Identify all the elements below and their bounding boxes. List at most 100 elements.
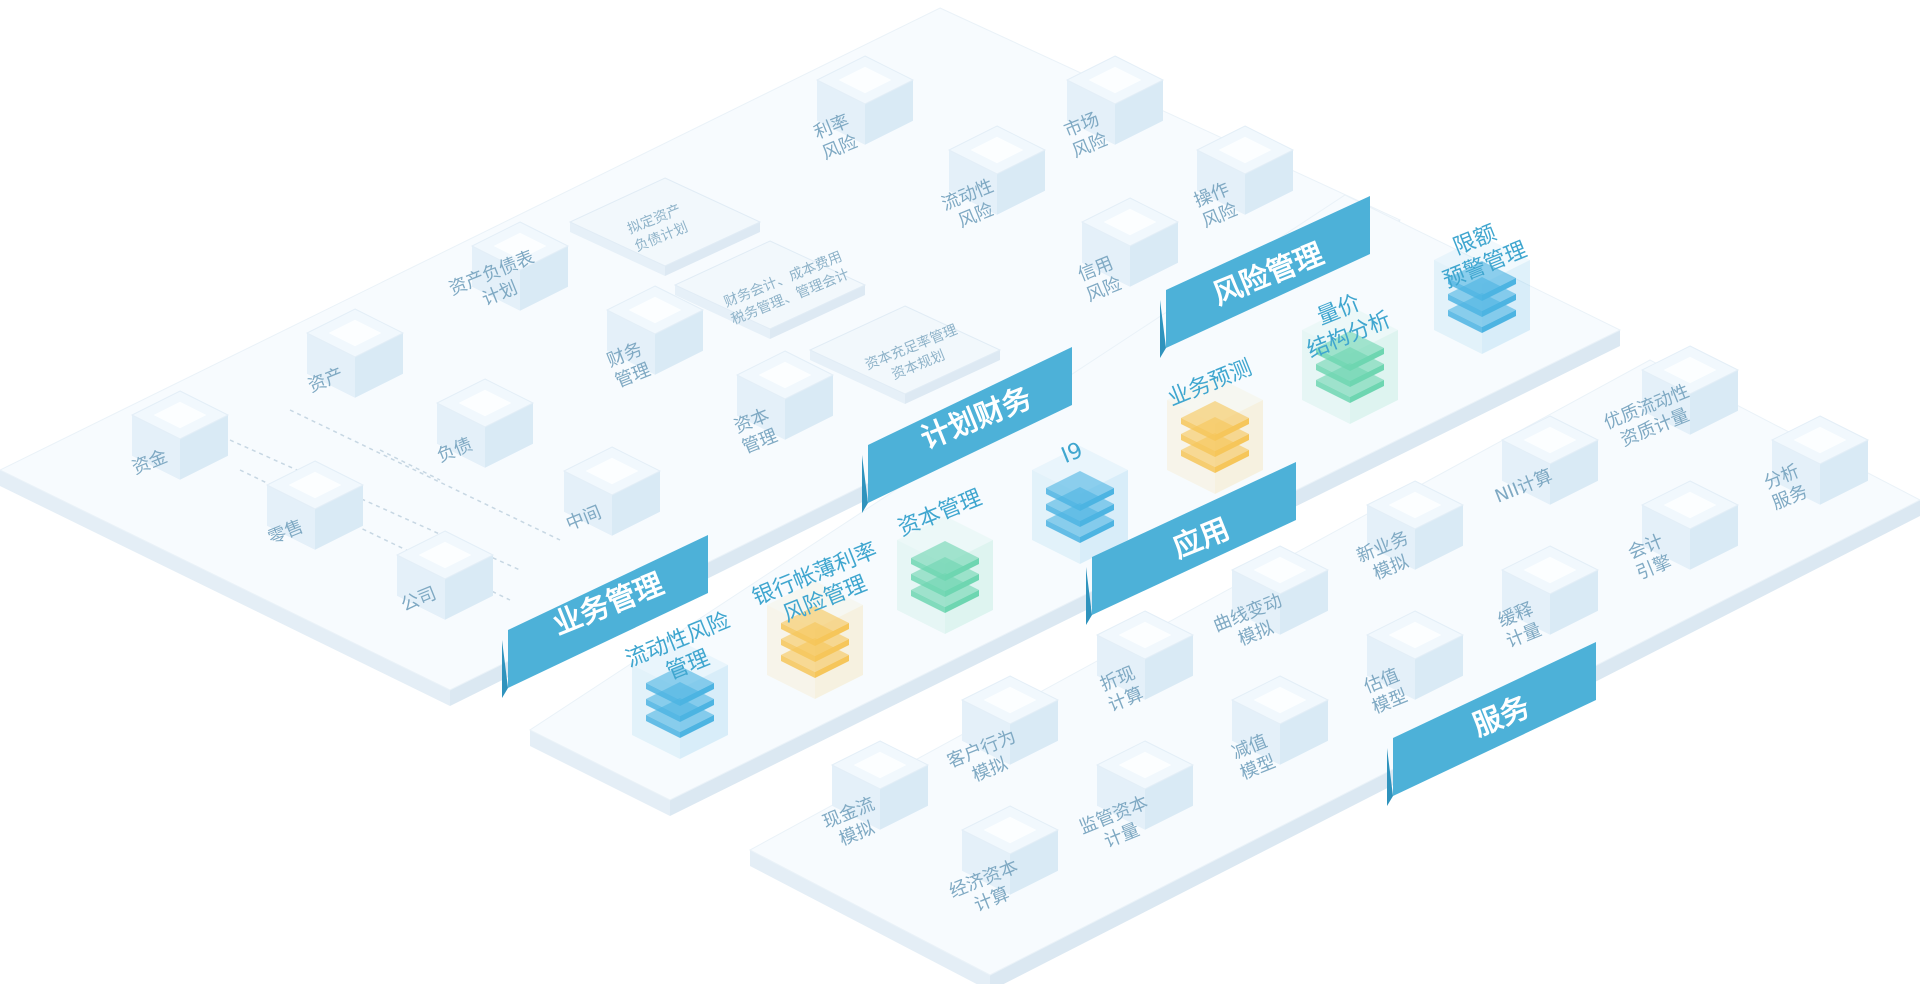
business-cube-3-left [267, 485, 315, 550]
app-stack-2-layer-2-top [911, 573, 979, 607]
service-cube-11-right [1690, 505, 1738, 570]
business-cube-12-left [1197, 150, 1245, 215]
service-cube-4-left [1097, 635, 1145, 700]
app-stack-4-layer-2-left [1181, 450, 1215, 473]
card-1-top [673, 240, 867, 330]
service-cube-9-right [1550, 570, 1598, 635]
business-cube-4-top-inset [418, 541, 472, 569]
service-cube-1-top-inset [983, 816, 1037, 844]
service-cube-7-left [1367, 635, 1415, 700]
business-cube-2-right [485, 403, 533, 468]
service-cube-3-left [1097, 765, 1145, 830]
app-stack-1-layer-2-left [781, 655, 815, 678]
business-cube-12-right [1245, 150, 1293, 215]
app-stack-5-layer-2-top [1316, 363, 1384, 397]
service-cube-5-top-inset [1253, 686, 1307, 714]
business-cube-3-top-inset [288, 471, 342, 499]
business-cube-1-left [307, 333, 355, 398]
service-cube-8-left [1367, 505, 1415, 570]
business-cube-6-left [472, 246, 520, 311]
business-cube-6-right [520, 246, 568, 311]
business-cube-8-top-inset [758, 361, 812, 389]
business-cube-10-right [997, 150, 1045, 215]
service-cube-1-right [1010, 830, 1058, 895]
app-stack-2-shell-top [897, 516, 993, 564]
card-0-side2 [665, 222, 760, 276]
app-stack-2-layer-2-right [945, 590, 979, 613]
business-cube-7-top-inset [628, 296, 682, 324]
business-cube-0-top-inset [153, 401, 207, 429]
banner-planning-ribbon-fold [862, 455, 868, 513]
app-stack-5-layer-2-right [1350, 380, 1384, 403]
app-stack-0-layer-2-right [680, 715, 714, 738]
service-cube-6-top-inset [1253, 556, 1307, 584]
service-cube-6-left [1232, 570, 1280, 635]
business-cube-9-top-inset [838, 66, 892, 94]
app-stack-6-layer-2-right [1482, 310, 1516, 333]
app-stack-0-layer-2-left [646, 715, 680, 738]
service-cube-7-top-inset [1388, 621, 1442, 649]
card-2-side [810, 350, 905, 404]
business-cube-7-left [607, 310, 655, 375]
service-cube-11-left [1642, 505, 1690, 570]
card-2-top [808, 305, 1002, 395]
business-cube-9-right [865, 80, 913, 145]
app-stack-3-shell-top [1032, 446, 1128, 494]
app-stack-1-layer-2-top [781, 638, 849, 672]
card-1-side [675, 285, 770, 339]
service-cube-4-right [1145, 635, 1193, 700]
service-cube-12-top-inset [1663, 356, 1717, 384]
card-2-side2 [905, 350, 1000, 404]
service-cube-12-right [1690, 370, 1738, 435]
app-stack-5-layer-2-left [1316, 380, 1350, 403]
business-cube-5-top-inset [585, 457, 639, 485]
business-cube-8-right [785, 375, 833, 440]
app-stack-1-layer-2-right [815, 655, 849, 678]
business-cube-10-top-inset [970, 136, 1024, 164]
service-cube-2-right [1010, 700, 1058, 765]
business-cube-9-left [817, 80, 865, 145]
service-cube-10-left [1502, 440, 1550, 505]
application-platform-side-left [530, 730, 670, 816]
business-cube-3-right [315, 485, 363, 550]
business-cube-2-top-inset [458, 389, 512, 417]
business-cube-10-left [949, 150, 997, 215]
service-cube-8-right [1415, 505, 1463, 570]
service-cube-4-top-inset [1118, 621, 1172, 649]
banner-risk-ribbon [1166, 196, 1370, 348]
app-stack-5-shell-top [1302, 306, 1398, 354]
service-cube-1-left [962, 830, 1010, 895]
app-stack-4-layer-2-top [1181, 433, 1249, 467]
business-cube-6-top-inset [493, 232, 547, 260]
app-stack-6-layer-2-top [1448, 293, 1516, 327]
banner-service-ribbon [1393, 642, 1596, 796]
service-cube-2-top-inset [983, 686, 1037, 714]
service-cube-5-right [1280, 700, 1328, 765]
card-1-side2 [770, 285, 865, 339]
app-stack-2-layer-2-left [911, 590, 945, 613]
business-cube-11-left [1067, 80, 1115, 145]
app-stack-3-layer-2-left [1046, 520, 1080, 543]
banner-application-ribbon [1092, 462, 1296, 615]
banner-planning-ribbon [868, 347, 1072, 503]
service-cube-12-left [1642, 370, 1690, 435]
service-cube-13-right [1820, 440, 1868, 505]
card-0-side [570, 222, 665, 276]
business-cube-13-top-inset [1103, 208, 1157, 236]
service-cube-9-left [1502, 570, 1550, 635]
app-stack-6-shell-top [1434, 236, 1530, 284]
service-cube-10-top-inset [1523, 426, 1577, 454]
app-stack-0-layer-2-top [646, 698, 714, 732]
service-cube-0-right [880, 765, 928, 830]
service-cube-13-top-inset [1793, 426, 1847, 454]
banner-risk-ribbon-fold [1160, 300, 1166, 358]
business-cube-4-right [445, 555, 493, 620]
business-cube-1-right [355, 333, 403, 398]
business-cube-8-left [737, 375, 785, 440]
card-0-top [568, 177, 762, 267]
service-platform-side-left [750, 850, 990, 988]
app-stack-4-shell-top [1167, 376, 1263, 424]
service-cube-13-left [1772, 440, 1820, 505]
